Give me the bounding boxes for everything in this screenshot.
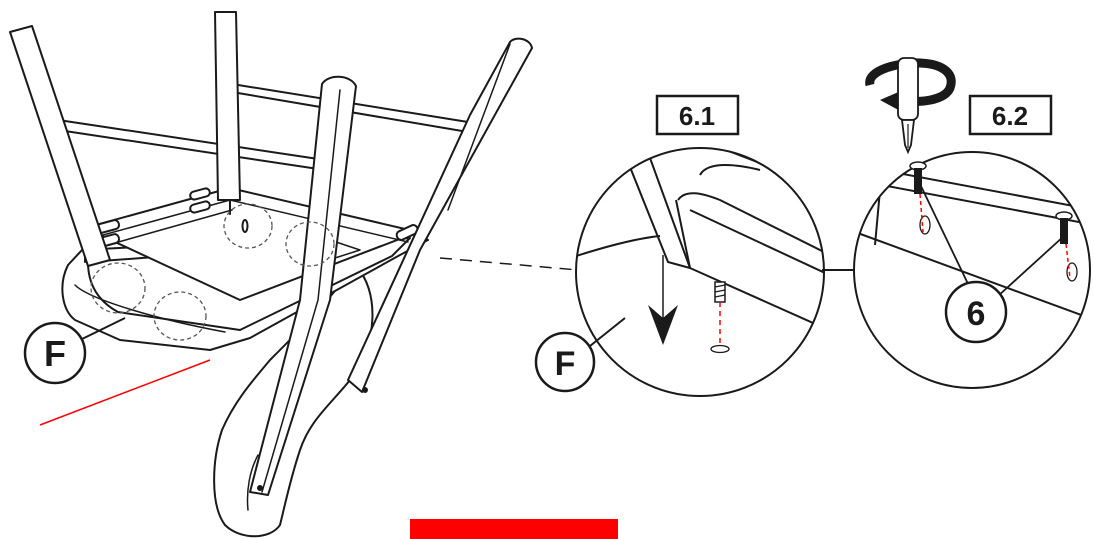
screw-6-2-b — [1055, 211, 1073, 244]
step-box — [968, 94, 1053, 136]
step-box — [655, 94, 740, 136]
chair-leg — [347, 37, 533, 393]
chair-leg — [249, 75, 357, 496]
detail-connector — [439, 257, 579, 271]
down-arrow-icon — [648, 255, 678, 345]
screw-location-markers — [90, 203, 335, 341]
part-label-f: F — [44, 333, 66, 374]
step-label-6-2: 6.2 — [992, 101, 1028, 131]
chair-illustration — [9, 11, 533, 538]
part-label-6: 6 — [967, 295, 986, 333]
screwdriver-icon — [897, 57, 919, 155]
part-label-circle — [23, 321, 87, 385]
red-marker-bar — [410, 519, 618, 539]
screw-6-1 — [714, 281, 726, 303]
screw-6-2-a — [909, 161, 927, 194]
part-label-f-detail: F — [555, 345, 576, 383]
part-label-circle — [944, 280, 1008, 344]
detail-circle-6-1 — [575, 147, 825, 397]
red-guide-line — [39, 359, 211, 426]
chair-leg — [9, 25, 111, 267]
part-label-circle — [534, 331, 596, 393]
step-label-6-1: 6.1 — [679, 101, 715, 131]
chair-leg — [214, 11, 241, 201]
detail-circle-6-2 — [853, 151, 1091, 389]
